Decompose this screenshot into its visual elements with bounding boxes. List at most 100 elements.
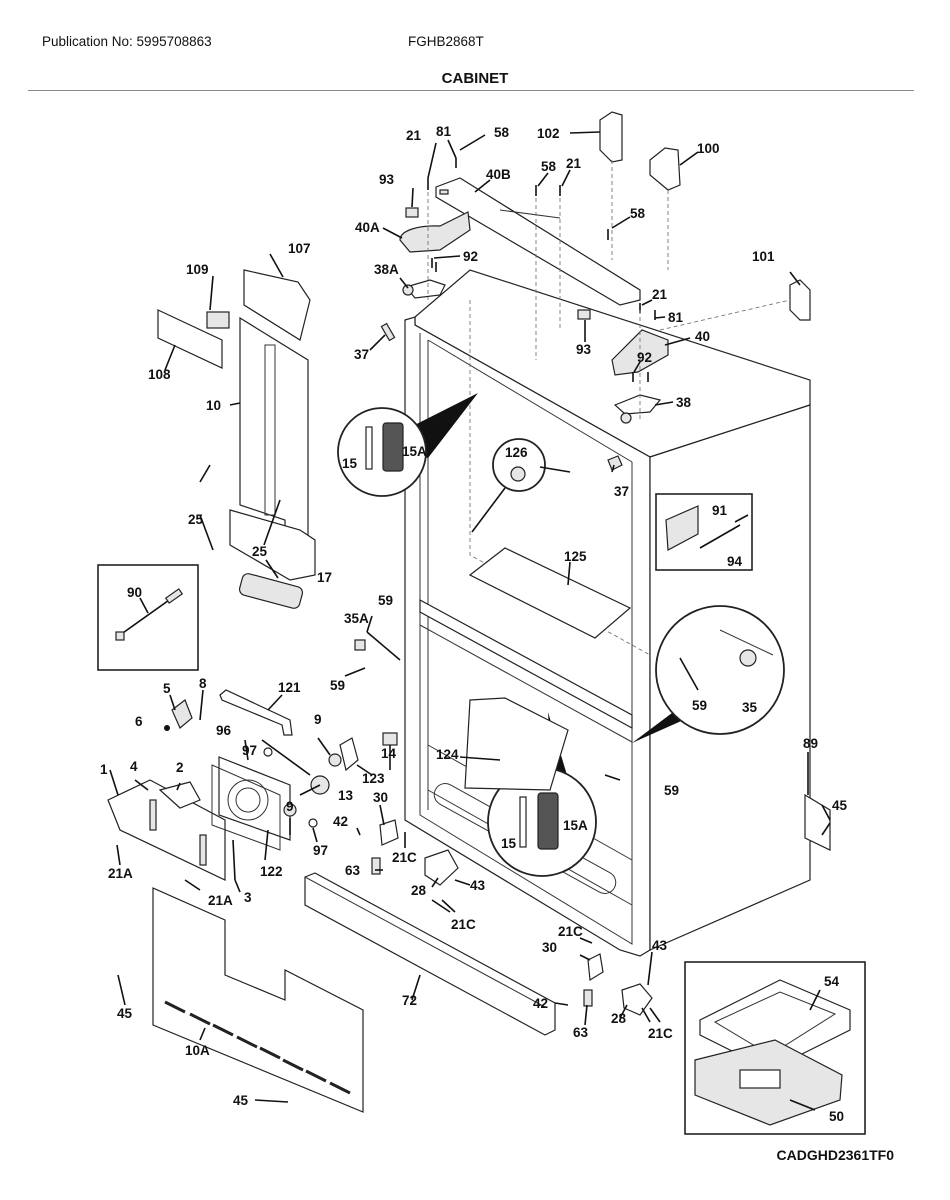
model-number: FGHB2868T <box>408 34 484 49</box>
callout-labels: 102 100 21 81 58 93 40B 58 21 40A 58 92 … <box>100 124 848 1124</box>
callout-107: 107 <box>288 241 311 256</box>
callout-37: 37 <box>614 484 629 499</box>
callout-21: 21 <box>406 128 422 143</box>
callout-93: 93 <box>379 172 395 187</box>
callout-28: 28 <box>411 883 427 898</box>
callout-21A: 21A <box>108 866 133 881</box>
callout-40B: 40B <box>486 167 511 182</box>
part-37-bumper <box>380 322 396 342</box>
callout-109: 109 <box>186 262 209 277</box>
callout-81: 81 <box>668 310 684 325</box>
callout-35: 35 <box>742 700 758 715</box>
part-6-nut <box>164 725 170 731</box>
part-10-air-duct <box>229 269 316 581</box>
part-91-control <box>665 505 699 551</box>
part-5-fan-blade <box>171 699 193 729</box>
part-14 <box>382 732 398 746</box>
callout-97: 97 <box>242 743 257 758</box>
callout-21: 21 <box>566 156 582 171</box>
callout-93: 93 <box>576 342 592 357</box>
callout-43: 43 <box>470 878 486 893</box>
callout-21: 21 <box>652 287 668 302</box>
callout-122: 122 <box>260 864 283 879</box>
callout-54: 54 <box>824 974 840 989</box>
part-124-panel <box>464 697 569 791</box>
part-93-clip <box>577 309 591 320</box>
callout-8: 8 <box>199 676 207 691</box>
inset-box-90 <box>97 564 199 671</box>
part-122-gasket <box>211 764 281 851</box>
callout-81: 81 <box>436 124 452 139</box>
alignment-lines <box>427 160 791 420</box>
callout-43: 43 <box>652 938 668 953</box>
part-97-grommet <box>308 818 318 828</box>
callout-101: 101 <box>752 249 775 264</box>
callout-124: 124 <box>436 747 459 762</box>
callout-63: 63 <box>573 1025 589 1040</box>
callout-45: 45 <box>233 1093 249 1108</box>
part-10A-access-cover <box>152 887 364 1113</box>
callout-90: 90 <box>127 585 142 600</box>
part-102-hinge-cover <box>599 111 623 163</box>
callout-94: 94 <box>727 554 743 569</box>
header-divider <box>28 90 914 91</box>
callout-25: 25 <box>188 512 204 527</box>
callout-100: 100 <box>697 141 720 156</box>
callout-10A: 10A <box>185 1043 210 1058</box>
callout-58: 58 <box>541 159 557 174</box>
part-38A-hinge <box>402 279 446 299</box>
callout-35A: 35A <box>344 611 369 626</box>
callout-92: 92 <box>463 249 478 264</box>
callout-108: 108 <box>148 367 171 382</box>
callout-30: 30 <box>542 940 557 955</box>
callout-50: 50 <box>829 1109 844 1124</box>
part-1-fan-shroud <box>107 779 226 881</box>
callout-15A: 15A <box>563 818 588 833</box>
part-35A-damper <box>354 631 401 661</box>
callout-1: 1 <box>100 762 108 777</box>
part-17-drain-trough <box>238 573 304 609</box>
callout-92: 92 <box>637 350 652 365</box>
part-72-toe-grille <box>304 872 556 1036</box>
section-title: CABINET <box>441 70 509 87</box>
callout-13: 13 <box>338 788 354 803</box>
part-63-leveling-leg <box>371 857 381 875</box>
part-40A-hinge-cover <box>399 211 471 253</box>
callout-45: 45 <box>832 798 848 813</box>
callout-21A: 21A <box>208 893 233 908</box>
part-96-evap-cover <box>218 756 291 841</box>
part-63-leveling-leg <box>583 989 593 1007</box>
callout-28: 28 <box>611 1011 627 1026</box>
callout-21C: 21C <box>648 1026 673 1041</box>
part-28-hinge-bracket <box>621 983 653 1016</box>
callout-45: 45 <box>117 1006 133 1021</box>
part-101-bracket <box>789 279 811 321</box>
callout-21C: 21C <box>392 850 417 865</box>
callout-59: 59 <box>664 783 679 798</box>
callout-25: 25 <box>252 544 268 559</box>
callout-96: 96 <box>216 723 232 738</box>
part-94-sensor-harness <box>699 514 749 549</box>
detail-circle-15-15A-top <box>337 393 478 497</box>
callout-5: 5 <box>163 681 171 696</box>
callout-40: 40 <box>695 329 710 344</box>
callout-97: 97 <box>313 843 328 858</box>
callout-9: 9 <box>286 799 294 814</box>
part-9-grommet <box>328 753 342 767</box>
callout-38: 38 <box>676 395 692 410</box>
part-109-filter <box>206 311 230 329</box>
callout-125: 125 <box>564 549 587 564</box>
callout-72: 72 <box>402 993 417 1008</box>
callout-3: 3 <box>244 890 252 905</box>
callout-15: 15 <box>342 456 358 471</box>
part-108-panel <box>157 309 223 369</box>
callout-10: 10 <box>206 398 221 413</box>
part-30-leveler-bracket <box>587 953 604 982</box>
callout-42: 42 <box>533 996 548 1011</box>
part-50-control-box <box>694 1039 843 1126</box>
part-38-hinge <box>613 394 662 424</box>
callout-38A: 38A <box>374 262 399 277</box>
part-9-grommet <box>283 803 297 817</box>
callout-58: 58 <box>630 206 646 221</box>
